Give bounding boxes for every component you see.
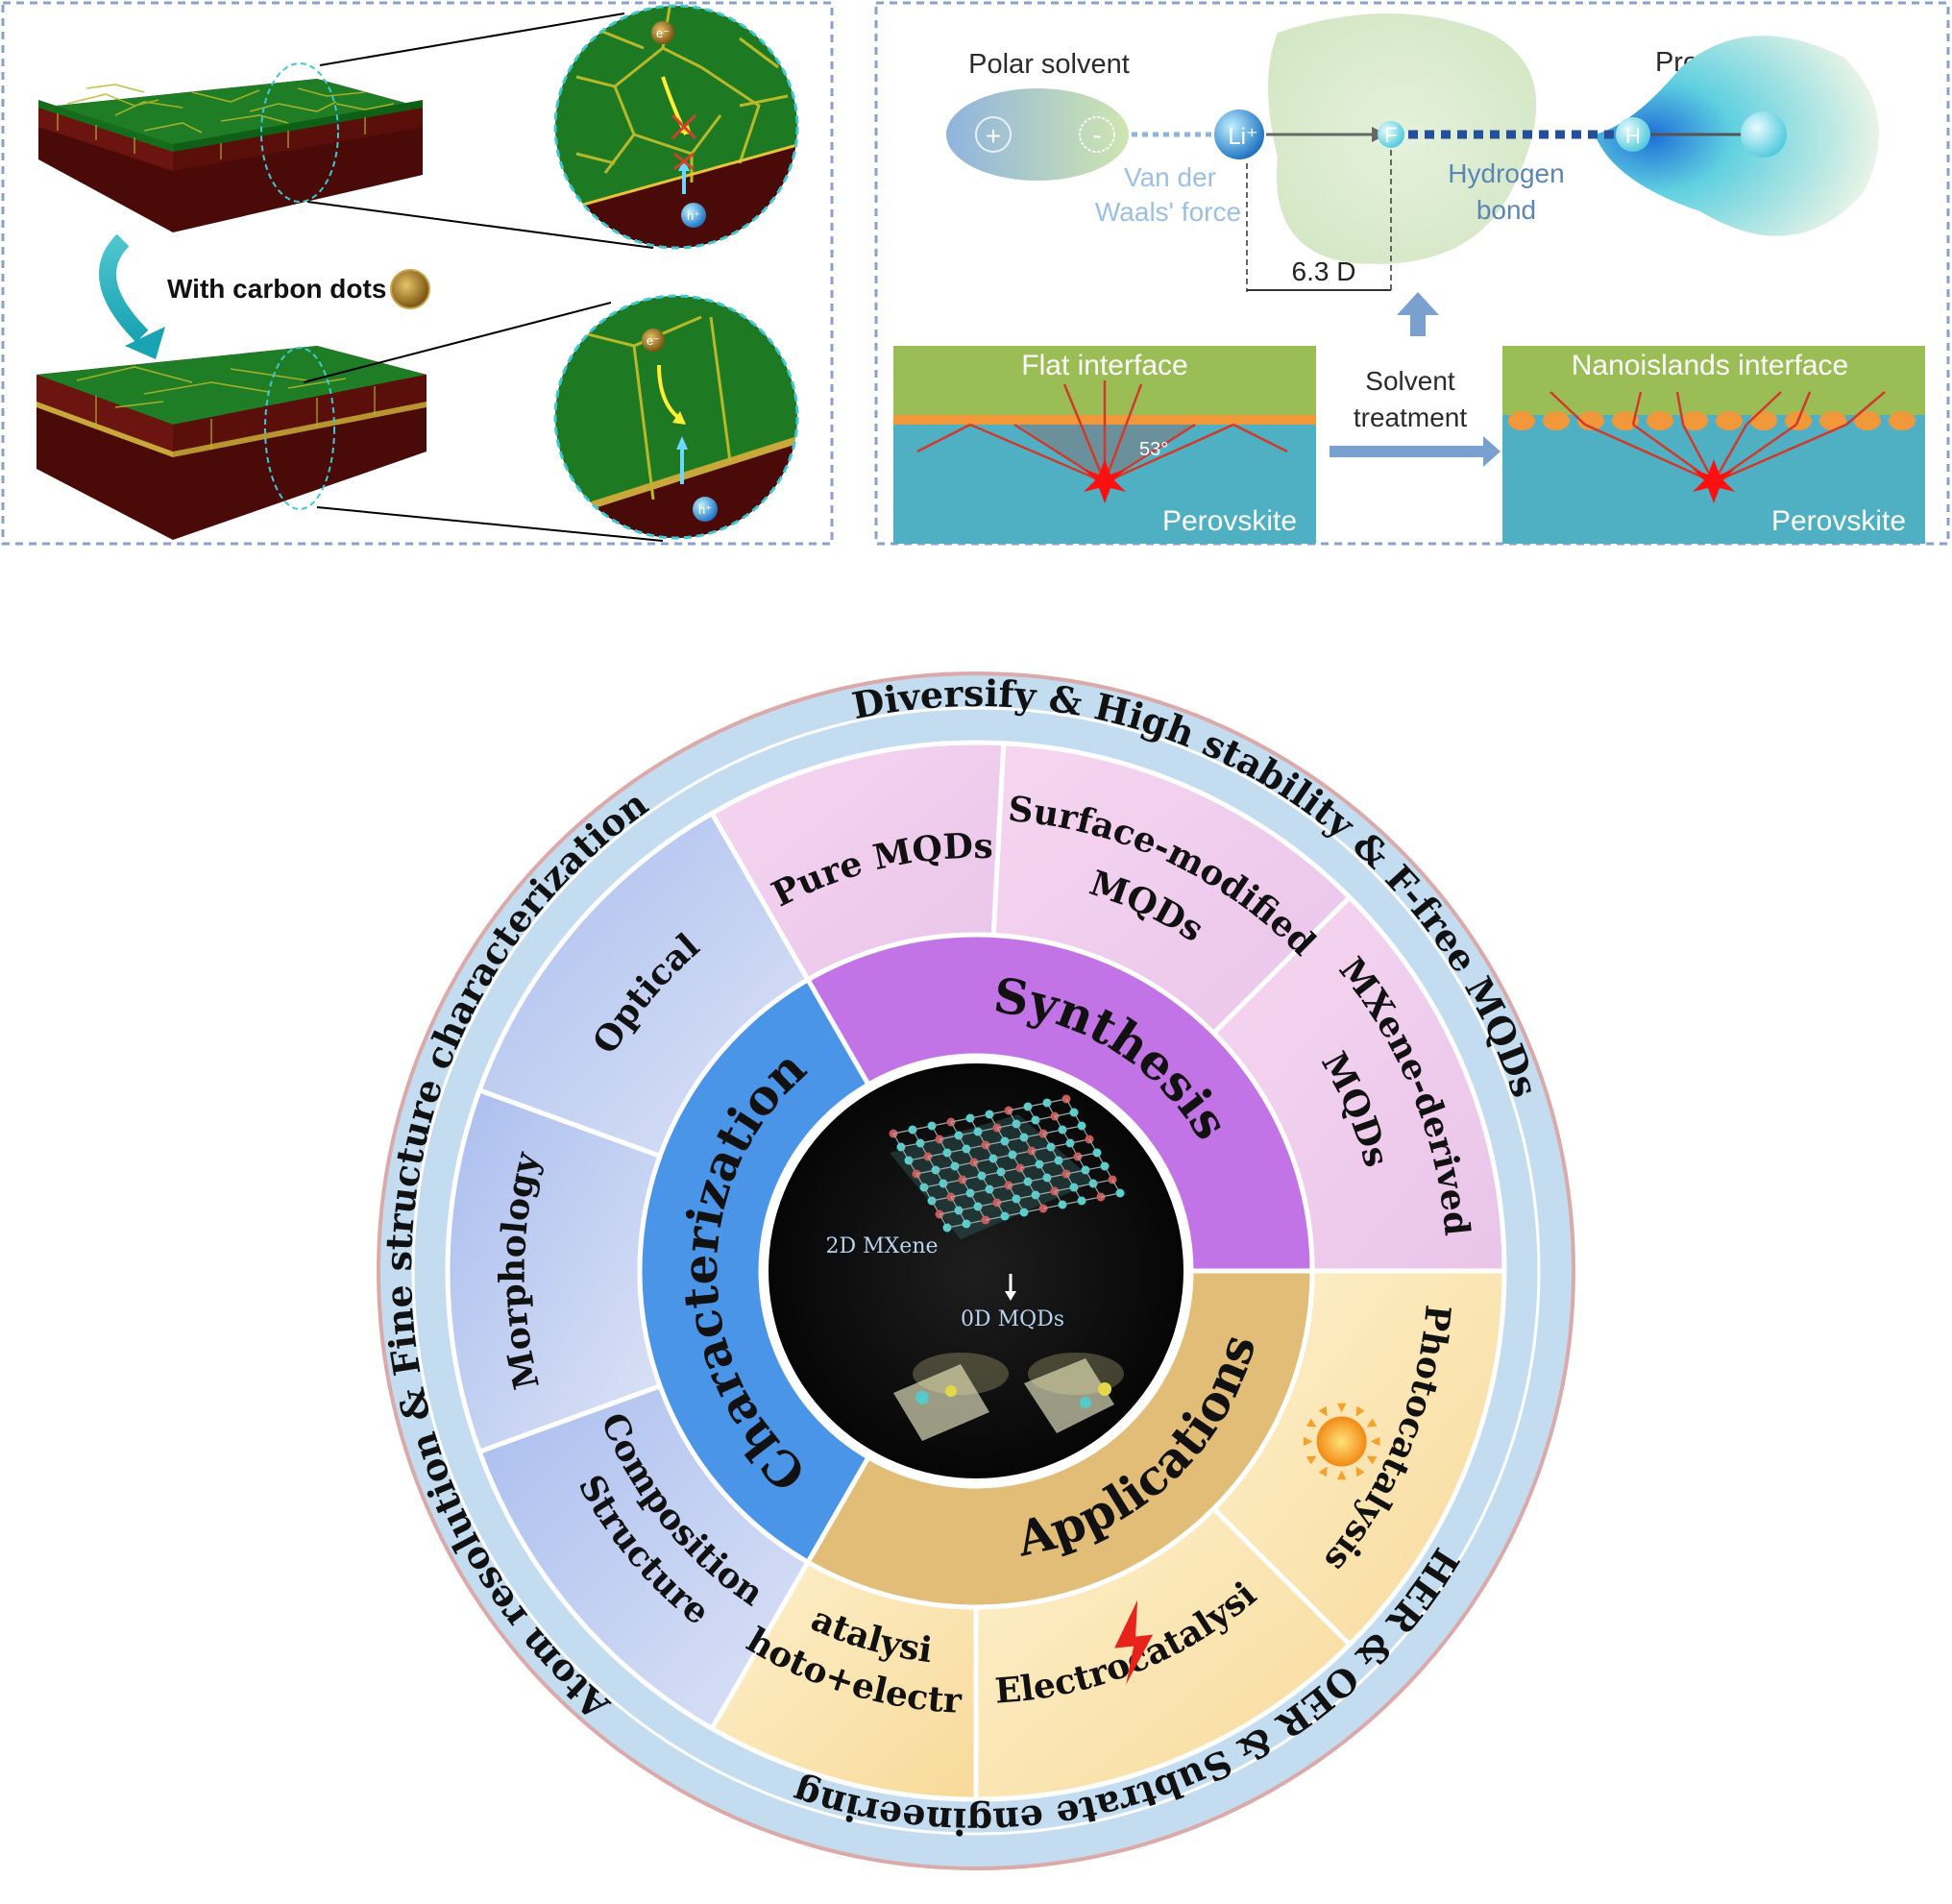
h-atom xyxy=(1616,117,1650,152)
flat-interface-box: 53° Flat interface Perovskite xyxy=(893,346,1316,544)
electron-label: e⁻ xyxy=(656,26,670,40)
sun-icon xyxy=(1303,1403,1380,1480)
hole-particle xyxy=(693,497,718,522)
zoom-circle-with-dots: e⁻ h⁺ xyxy=(553,294,799,540)
electron-particle xyxy=(642,329,665,352)
center-2d-mxene-label: 2D MXene xyxy=(825,1234,938,1258)
perovskite-label: Perovskite xyxy=(1771,505,1906,537)
hole-label: h⁺ xyxy=(698,502,712,517)
process-arrow xyxy=(99,233,149,343)
electron-label: e⁻ xyxy=(647,333,660,348)
lattice-atom xyxy=(1115,1188,1125,1198)
zoom-region-lower xyxy=(264,347,335,510)
plus-sign: + xyxy=(986,121,1001,151)
hbond-label-line2: bond xyxy=(1476,195,1536,225)
zoom-line xyxy=(303,302,612,383)
inner-sectors xyxy=(637,932,1315,1610)
right-arrow-icon xyxy=(1330,436,1501,467)
zoom-line xyxy=(316,506,664,542)
emission-star-icon xyxy=(1084,459,1126,503)
angle-label: 53° xyxy=(1139,439,1168,460)
panel-solvent-treatment: Polar solvent Protic solvent + - Li⁺ F H… xyxy=(874,1,1950,546)
nanoislands-interface-label: Nanoislands interface xyxy=(1572,350,1849,381)
with-carbon-dots-label: With carbon dots xyxy=(167,274,386,304)
hbond-label-line1: Hydrogen xyxy=(1448,159,1564,188)
down-arrow-icon xyxy=(1005,1291,1016,1301)
lightning-icon xyxy=(1114,1599,1154,1685)
zoom-region-upper xyxy=(260,62,339,203)
li-ion xyxy=(1214,110,1264,159)
nanoislands-interface-box: Nanoislands interface Perovskite xyxy=(1502,346,1925,544)
f-label: F xyxy=(1384,123,1397,147)
dipole-label: 6.3 D xyxy=(1292,256,1356,286)
perovskite-label: Perovskite xyxy=(1162,505,1297,537)
flat-interface-label: Flat interface xyxy=(1021,350,1187,381)
f-atom xyxy=(1378,121,1404,148)
carbon-dot-icon xyxy=(390,269,430,309)
zoom-circle-without-dots: e⁻ h⁺ xyxy=(553,4,799,250)
outer-sectors xyxy=(445,740,1507,1802)
polar-solvent-label: Polar solvent xyxy=(968,49,1130,80)
protic-atom xyxy=(1741,111,1787,158)
hole-label: h⁺ xyxy=(687,208,700,223)
film-block-without-dots xyxy=(38,79,423,232)
film-block-with-dots xyxy=(37,346,427,540)
zoom-line xyxy=(306,201,654,249)
h-label: H xyxy=(1625,124,1641,148)
solvent-treatment-line1: Solvent xyxy=(1365,366,1455,396)
mxene-lattice-illustration xyxy=(889,1094,1125,1441)
vdw-label-line1: Van der xyxy=(1124,162,1216,192)
hole-particle xyxy=(681,203,706,228)
emission-star-icon xyxy=(1693,459,1735,503)
up-arrow-icon xyxy=(1397,292,1439,336)
panel-carbon-dots: e⁻ h⁺ With carbon dots xyxy=(1,1,834,546)
solvent-treatment-line2: treatment xyxy=(1354,403,1467,432)
electron-particle xyxy=(651,21,674,44)
vdw-label-line2: Waals' force xyxy=(1095,197,1241,227)
polar-solvent-dipole xyxy=(946,88,1129,181)
li-label: Li⁺ xyxy=(1228,124,1257,150)
center-0d-mqds-label: 0D MQDs xyxy=(961,1307,1064,1331)
minus-sign: - xyxy=(1092,120,1101,150)
zoom-line xyxy=(319,12,625,66)
